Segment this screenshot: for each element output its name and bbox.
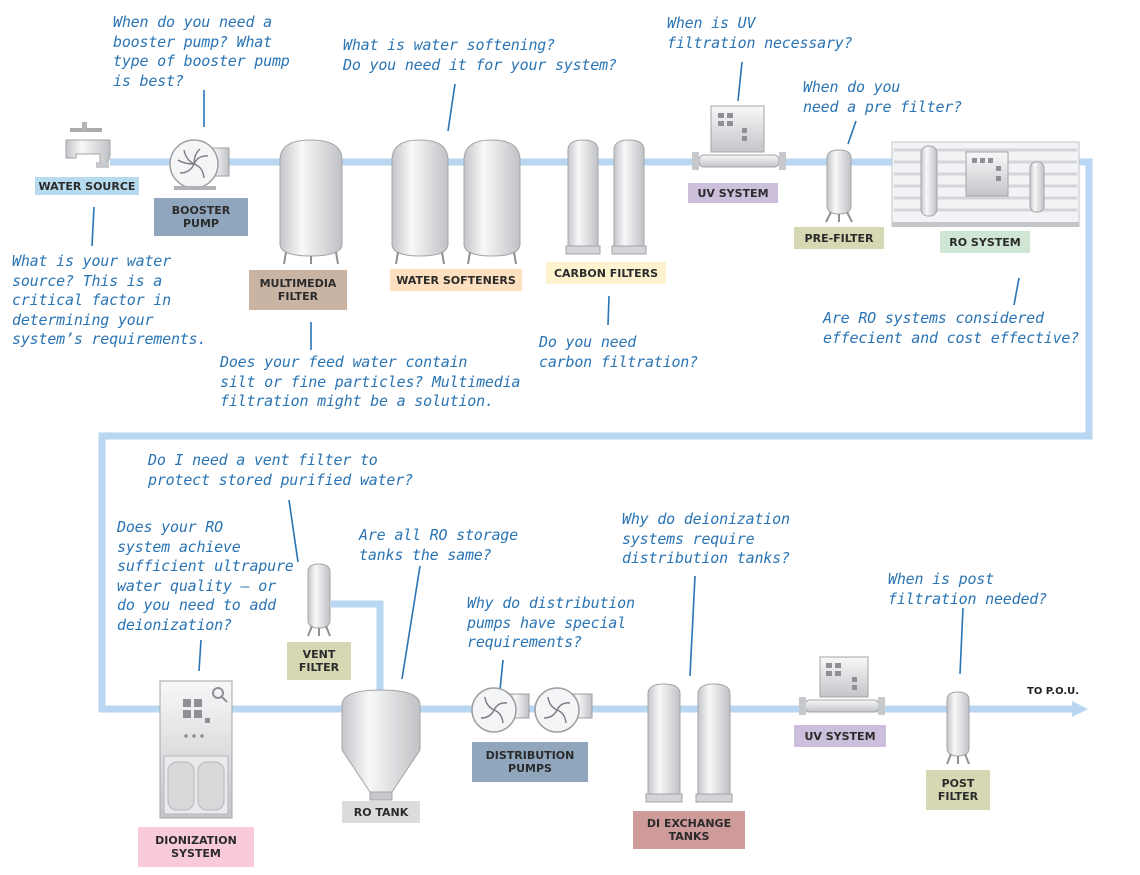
question-carbon[interactable]: Do you need carbon filtration?: [539, 333, 698, 371]
uv-system-bottom-label: UV SYSTEM: [794, 725, 886, 747]
pointer-rotank: [401, 565, 421, 680]
question-multimedia[interactable]: Does your feed water contain silt or fin…: [220, 353, 521, 410]
di-exchange-tanks-label: DI EXCHANGE TANKS: [633, 811, 745, 849]
di-exchange-tanks-icon: [645, 683, 733, 803]
question-ro-efficiency[interactable]: Are RO systems considered effecient and …: [823, 309, 1080, 347]
pointer-softening: [447, 83, 456, 132]
question-distribution-pumps[interactable]: Why do distribution pumps have special r…: [467, 594, 635, 651]
pointer-source: [91, 206, 95, 247]
pou-arrow: [1072, 701, 1088, 717]
water-softener-tanks-icon: [391, 139, 521, 265]
pointer-disttanks: [689, 575, 696, 677]
question-post-filtration[interactable]: When is post filtration needed?: [888, 570, 1047, 608]
question-vent-filter[interactable]: Do I need a vent filter to protect store…: [148, 451, 413, 489]
pointer-vent: [288, 499, 299, 563]
question-ro-tanks[interactable]: Are all RO storage tanks the same?: [359, 526, 518, 564]
booster-pump-icon: [169, 139, 230, 190]
question-booster-pump[interactable]: When do you need a booster pump? What ty…: [113, 13, 290, 90]
question-uv[interactable]: When is UV filtration necessary?: [667, 14, 853, 52]
question-water-source[interactable]: What is your water source? This is a cri…: [12, 252, 207, 348]
question-pre-filter[interactable]: When do you need a pre filter?: [803, 78, 962, 116]
ro-tank-label: RO TANK: [342, 801, 420, 823]
pointer-deion: [198, 639, 202, 672]
ro-system-icon: [891, 141, 1080, 227]
uv-system-top-label: UV SYSTEM: [688, 183, 778, 203]
booster-pump-label: BOOSTER PUMP: [154, 198, 248, 236]
pre-filter-label: PRE-FILTER: [794, 227, 884, 249]
dionization-system-label: DIONIZATION SYSTEM: [138, 827, 254, 867]
water-source-label: WATER SOURCE: [35, 177, 139, 195]
dionization-system-icon: [159, 680, 233, 819]
post-filter-label: POST FILTER: [926, 770, 990, 810]
faucet-icon: [65, 122, 111, 168]
question-water-softening[interactable]: What is water softening? Do you need it …: [343, 36, 617, 74]
multimedia-filter-label: MULTIMEDIA FILTER: [249, 270, 347, 310]
pre-filter-icon: [825, 149, 853, 223]
vent-filter-icon: [307, 563, 331, 637]
multimedia-tank-icon: [279, 139, 343, 265]
pointer-lines: [91, 61, 1020, 691]
question-distribution-tanks[interactable]: Why do deionization systems require dist…: [622, 510, 790, 567]
carbon-filters-icon: [565, 139, 647, 255]
carbon-filters-label: CARBON FILTERS: [546, 262, 666, 284]
distribution-pumps-label: DISTRIBUTION PUMPS: [472, 742, 588, 782]
distribution-pumps-icon: [471, 687, 593, 733]
vent-filter-label: VENT FILTER: [287, 642, 351, 680]
pointer-prefilter: [847, 120, 857, 145]
pointer-distpumps: [499, 659, 504, 691]
uv-system-bottom-icon: [799, 656, 885, 715]
water-softeners-label: WATER SOFTENERS: [390, 269, 522, 291]
post-filter-icon: [946, 691, 970, 765]
pointer-ro: [1013, 277, 1020, 306]
question-deionization[interactable]: Does your RO system achieve sufficient u…: [117, 518, 294, 634]
pointer-post: [959, 607, 964, 675]
uv-system-top-icon: [692, 105, 786, 170]
ro-system-label: RO SYSTEM: [940, 231, 1030, 253]
ro-tank-icon: [341, 689, 421, 801]
to-pou-label: TO P.O.U.: [1027, 686, 1080, 697]
pointer-carbon: [607, 295, 610, 326]
pointer-uv: [737, 61, 743, 102]
vent-pipe: [331, 600, 384, 709]
